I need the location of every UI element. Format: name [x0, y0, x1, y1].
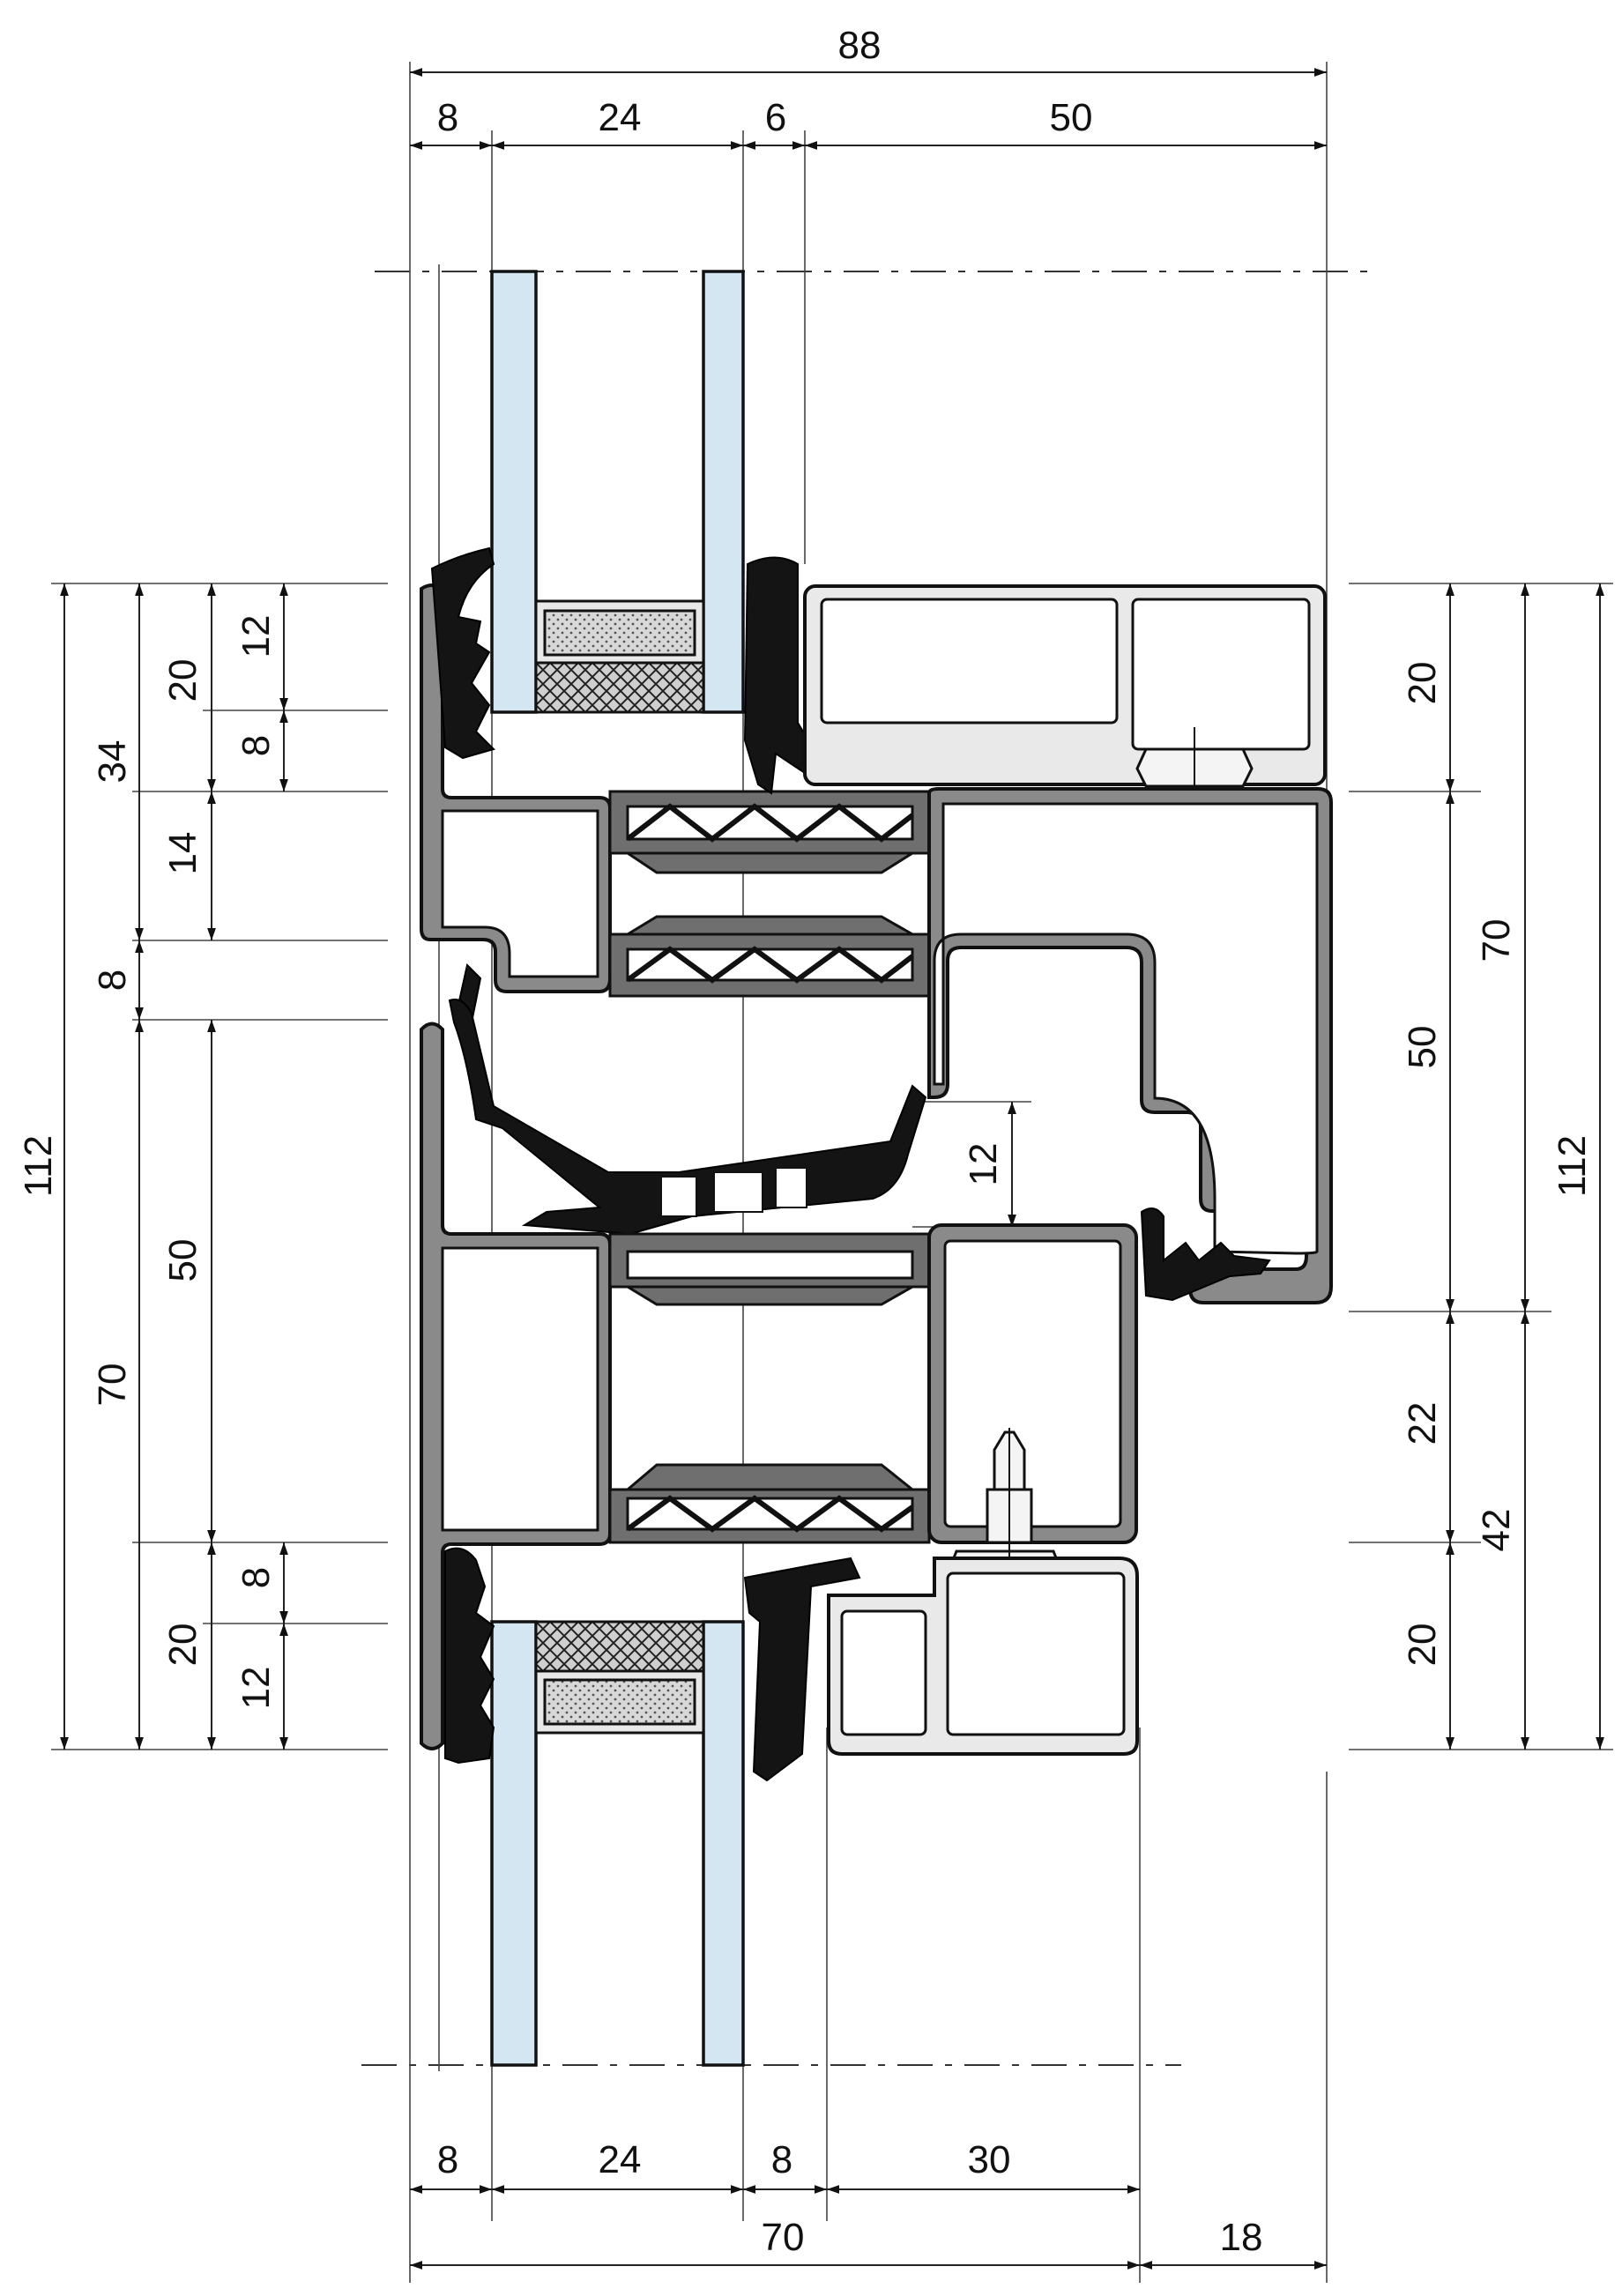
- dim-left-middle-1: 20: [161, 659, 205, 702]
- upper-outer-glazing-gasket: [430, 546, 495, 760]
- dim-left-inner-1: 12: [234, 615, 278, 658]
- dim-bottom-seg-4: 30: [968, 2138, 1011, 2181]
- dim-left-middle-4: 20: [161, 1624, 205, 1667]
- dim-right-inner-4: 20: [1401, 1624, 1444, 1667]
- dim-bottom-overall-right: 18: [1220, 2216, 1263, 2259]
- dim-left-outer-2: 8: [91, 970, 134, 991]
- right-dimensions: 20 50 22 20 70 42 112: [1401, 583, 1604, 1750]
- middle-section: [420, 963, 1271, 1750]
- lower-outer-glass-pane: [490, 1620, 538, 2067]
- upper-thermal-break: [608, 790, 931, 998]
- dim-left-inner-3: 8: [234, 1567, 278, 1588]
- lower-inner-glazing-gasket: [743, 1557, 861, 1782]
- lower-glazing-unit: [490, 1620, 745, 2067]
- dim-bottom-seg-1: 8: [437, 2138, 458, 2181]
- upper-spacer-bar: [543, 609, 696, 657]
- upper-frame-profile: [420, 546, 1333, 1304]
- right-hook-gasket: [1140, 1207, 1271, 1302]
- dim-bottom-seg-2: 24: [599, 2138, 642, 2181]
- dim-right-overall: 112: [1551, 1135, 1594, 1197]
- lower-inner-glass-pane: [702, 1620, 745, 2067]
- left-dimensions: 112 34 8 70 20 14 50 20 12 8 8 12: [17, 583, 288, 1750]
- lower-frame-profile: [444, 1547, 1139, 1782]
- dim-right-inner-1: 20: [1401, 662, 1444, 705]
- dim-right-outer-1: 70: [1475, 919, 1518, 962]
- dim-left-outer-1: 34: [91, 740, 134, 784]
- dim-right-outer-2: 42: [1475, 1509, 1518, 1552]
- dim-top-overall: 88: [838, 24, 882, 67]
- internal-dimension: 12: [962, 1102, 1016, 1227]
- dim-left-middle-3: 50: [161, 1239, 205, 1282]
- dim-left-overall: 112: [17, 1135, 60, 1197]
- lower-spacer-bar: [543, 1678, 696, 1726]
- dim-left-outer-3: 70: [91, 1363, 134, 1407]
- upper-secondary-seal: [534, 661, 705, 714]
- lower-secondary-seal: [534, 1620, 705, 1673]
- dim-top-seg-4: 50: [1050, 96, 1093, 139]
- upper-glazing-unit: [490, 270, 745, 714]
- dim-top-seg-2: 24: [599, 96, 642, 139]
- dim-right-inner-3: 22: [1401, 1402, 1444, 1445]
- upper-outer-glass-pane: [490, 270, 538, 714]
- top-dimensions: 88 8 24 6 50: [410, 24, 1327, 150]
- dim-left-inner-2: 8: [234, 735, 278, 756]
- dim-bottom-seg-3: 8: [771, 2138, 792, 2181]
- dim-bottom-overall-left: 70: [762, 2216, 805, 2259]
- bottom-dimensions: 8 24 8 30 70 18: [410, 2138, 1327, 2270]
- dim-top-seg-1: 8: [437, 96, 458, 139]
- dim-internal-12: 12: [962, 1143, 1005, 1186]
- lower-outer-glazing-gasket: [444, 1547, 495, 1765]
- dim-right-inner-2: 50: [1401, 1026, 1444, 1069]
- middle-thermal-break: [608, 1232, 931, 1544]
- dim-left-inner-4: 12: [234, 1667, 278, 1710]
- dim-left-middle-2: 14: [161, 832, 205, 875]
- dim-top-seg-3: 6: [765, 96, 786, 139]
- upper-inner-glass-pane: [702, 270, 745, 714]
